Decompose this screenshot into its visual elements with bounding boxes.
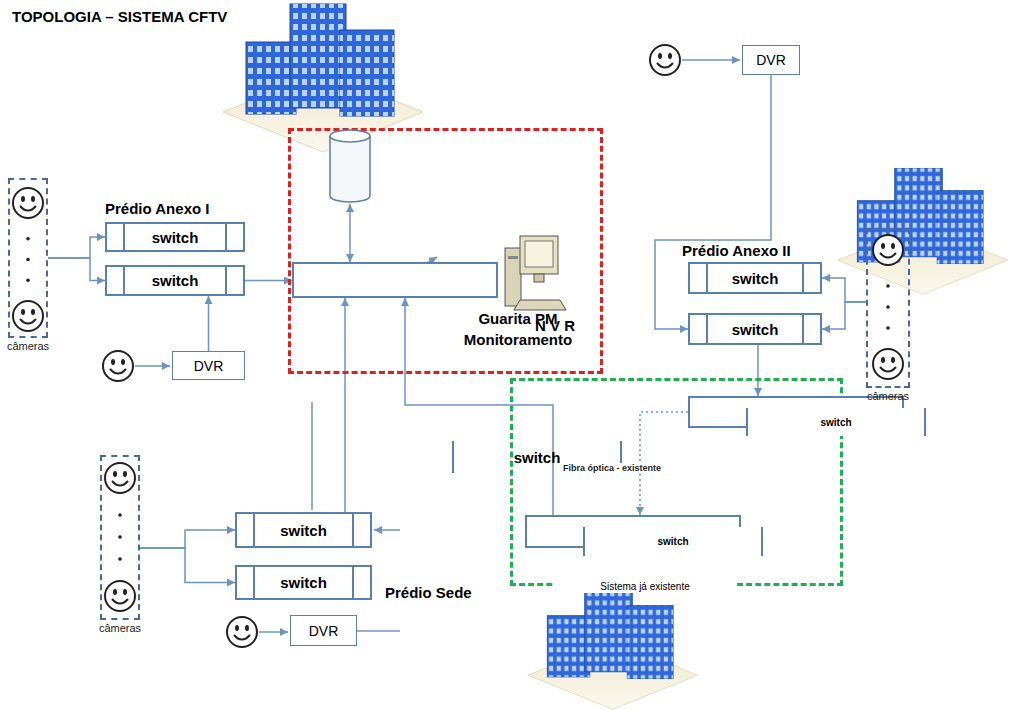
node-label: câmeras (856, 390, 920, 402)
person-icon (13, 188, 43, 218)
node-label: switch (253, 514, 354, 546)
switch-box: switch (235, 512, 372, 548)
node-label: switch (706, 264, 804, 292)
person-icon (105, 581, 135, 611)
building-label: Prédio Anexo II (682, 242, 791, 259)
switch-box: switch (292, 262, 498, 298)
dvr-box: DVR (742, 45, 800, 75)
node-label: Sistema já existente (553, 580, 737, 593)
node-label: switch (706, 315, 804, 343)
camera-group: câmeras (100, 455, 140, 620)
node-label: switch (123, 224, 227, 250)
switch-box: switch (105, 222, 245, 252)
ellipsis-dot (26, 278, 30, 282)
node-label: DVR (189, 358, 229, 374)
ellipsis-dot (26, 237, 30, 241)
person-icon (105, 463, 135, 493)
building-icon (838, 168, 1008, 294)
network-link (822, 278, 866, 302)
network-link (245, 280, 292, 282)
nvr-cylinder: N V R (328, 128, 372, 204)
node-label: N V R (470, 315, 640, 336)
ellipsis-dot (118, 535, 122, 539)
node-label: DVR (751, 52, 791, 68)
switch-box: switch (525, 515, 741, 548)
person-icon (103, 351, 133, 381)
link-label: Fibra óptica - existente (562, 463, 662, 473)
cylinder-outline (328, 128, 372, 204)
building-label: Prédio Anexo I (105, 200, 209, 217)
network-link (405, 298, 553, 515)
building-label: Prédio Sede (385, 584, 472, 601)
node-label: câmeras (90, 622, 150, 634)
network-link (208, 296, 210, 351)
network-link (48, 237, 105, 258)
network-link (140, 548, 235, 583)
node-label: switch (583, 527, 763, 556)
node-label: switch (746, 408, 926, 436)
ellipsis-dot (886, 326, 890, 330)
diagram-title: TOPOLOGIA – SISTEMA CFTV (12, 8, 227, 25)
existing-system-region: Sistema já existenteswitchswitch (510, 378, 843, 586)
ellipsis-dot (886, 284, 890, 288)
computer-icon (505, 236, 566, 310)
network-link (822, 302, 866, 329)
network-link (140, 530, 235, 548)
switch-box: switch (688, 262, 822, 294)
person-icon (13, 301, 43, 331)
camera-group: câmeras (866, 228, 910, 388)
ellipsis-dot (118, 557, 122, 561)
dvr-box: DVR (172, 351, 245, 380)
camera-group: câmeras (8, 178, 48, 338)
node-label: Guarita PM Monitoramento (433, 308, 603, 350)
switch-box: switch (235, 565, 372, 600)
network-link (757, 345, 759, 396)
network-link (344, 298, 346, 512)
building-icon (528, 583, 698, 709)
node-label: DVR (304, 623, 344, 639)
ellipsis-dot (118, 513, 122, 517)
node-label: switch (253, 567, 354, 598)
person-icon (227, 617, 257, 647)
network-link (349, 204, 351, 262)
person-icon (873, 235, 903, 265)
person-icon (873, 349, 903, 379)
node-label: câmeras (0, 340, 58, 352)
network-link (48, 258, 105, 281)
ellipsis-dot (886, 305, 890, 309)
switch-box: switch (688, 313, 822, 345)
person-icon (650, 45, 680, 75)
node-label: switch (123, 267, 227, 294)
switch-box: switch (105, 265, 245, 296)
ellipsis-dot (26, 258, 30, 262)
monitoring-region: Guarita PM Monitoramento N V R switch (288, 128, 603, 374)
dvr-box: DVR (290, 615, 357, 646)
